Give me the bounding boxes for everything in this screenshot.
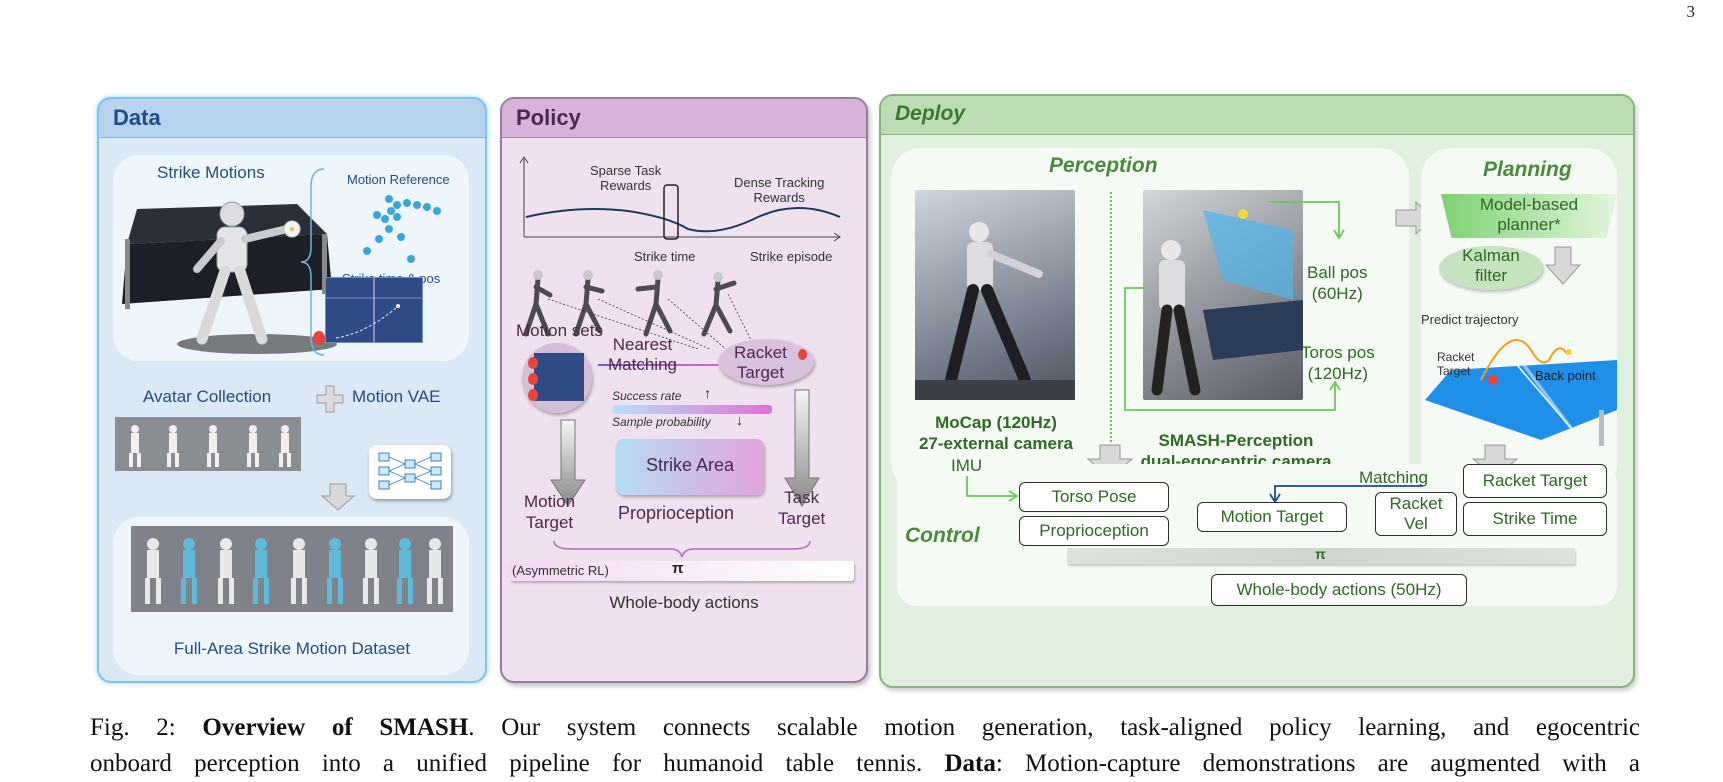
racket-target-small-label: Racket Target bbox=[1437, 350, 1475, 378]
robot-poses bbox=[523, 270, 756, 349]
back-point-label: Back point bbox=[1535, 368, 1596, 383]
asymmetric-rl-label: (Asymmetric RL) bbox=[512, 563, 609, 578]
racket-icon bbox=[798, 349, 807, 360]
deploy-panel: Deploy Perception MoCap (120Hz) 27-exter… bbox=[879, 94, 1635, 688]
strike-time-box: Strike Time bbox=[1463, 502, 1607, 536]
robot-table-illustration bbox=[122, 201, 337, 354]
data-panel: Data Strike Motions Motion Reference Str… bbox=[97, 97, 487, 683]
motion-vae-icon bbox=[369, 445, 451, 499]
caption-bold-title: Overview of SMASH bbox=[202, 714, 469, 741]
mocap-label: MoCap (120Hz) 27-external camera bbox=[918, 413, 1074, 453]
strike-area-label: Strike Area bbox=[645, 455, 735, 475]
perception-arrows bbox=[1124, 201, 1345, 411]
policy-pi-bar bbox=[510, 561, 854, 581]
data-panel-title: Data bbox=[113, 105, 161, 130]
imu-arrow bbox=[966, 476, 1019, 502]
kalman-filter-label: Kalman filter bbox=[1462, 246, 1520, 285]
matching-line bbox=[598, 364, 718, 366]
racket-target-box: Racket Target bbox=[1463, 464, 1607, 498]
policy-pi-symbol: π bbox=[672, 560, 684, 577]
strike-pos-plot bbox=[325, 277, 423, 343]
ball-pos-label: Ball pos (60Hz) bbox=[1307, 263, 1368, 303]
caption-line1-rest: . Our system connects scalable motion ge… bbox=[468, 714, 1640, 741]
model-planner-box bbox=[1441, 194, 1617, 238]
mocap-photo bbox=[915, 190, 1075, 400]
dataset-image bbox=[131, 526, 453, 612]
racket-vel-box: Racket Vel bbox=[1375, 492, 1457, 536]
policy-panel-title: Policy bbox=[516, 105, 581, 130]
imu-label: IMU bbox=[951, 456, 983, 475]
caption-line-1: Fig. 2: Overview of SMASH. Our system co… bbox=[90, 710, 1640, 746]
up-arrow-icon: ↑ bbox=[704, 385, 711, 401]
figure-caption: Fig. 2: Overview of SMASH. Our system co… bbox=[90, 710, 1640, 782]
control-title: Control bbox=[905, 524, 980, 547]
caption-bold-data: Data bbox=[944, 750, 996, 777]
proprioception-label: Proprioception bbox=[618, 503, 735, 523]
proprioception-box: Proprioception bbox=[1019, 516, 1169, 546]
policy-actions-label: Whole-body actions bbox=[609, 593, 759, 612]
paddle-icon bbox=[313, 331, 325, 345]
bracket-icon bbox=[300, 168, 325, 356]
policy-panel: Policy Sparse Task Rewards Dense Trackin… bbox=[500, 97, 868, 683]
motion-vae-label: Motion VAE bbox=[352, 387, 441, 406]
strike-episode-label: Strike episode bbox=[750, 249, 833, 264]
dense-rewards-label: Dense Tracking Rewards bbox=[734, 175, 825, 205]
caption-prefix: Fig. 2: bbox=[90, 714, 203, 741]
sparse-rewards-label: Sparse Task Rewards bbox=[590, 163, 662, 193]
page-number: 3 bbox=[1686, 2, 1696, 21]
deploy-panel-title: Deploy bbox=[895, 102, 966, 125]
policy-panel-header: Policy bbox=[502, 99, 866, 138]
brace-icon bbox=[553, 540, 811, 558]
strike-motions-label: Strike Motions bbox=[157, 163, 265, 182]
success-rate-label: Success rate bbox=[612, 389, 682, 403]
whole-body-actions-box: Whole-body actions (50Hz) bbox=[1211, 574, 1467, 606]
caption-line-2: onboard perception into a unified pipeli… bbox=[90, 746, 1640, 782]
planner-down-arrow-icon bbox=[1545, 246, 1581, 285]
success-rate-bar bbox=[612, 405, 772, 414]
strike-time-label: Strike time bbox=[634, 249, 696, 264]
control-pi-bar bbox=[1067, 548, 1575, 564]
caption-line2-start: onboard perception into a unified pipeli… bbox=[90, 750, 945, 777]
matching-label: Matching bbox=[1359, 468, 1428, 487]
model-planner-label: Model-based planner* bbox=[1479, 195, 1579, 234]
data-panel-header: Data bbox=[99, 99, 485, 138]
motion-reference-skeleton bbox=[363, 195, 441, 263]
motion-sets-circle bbox=[522, 343, 592, 413]
strike-area-box bbox=[616, 439, 764, 495]
toros-pos-label: Toros pos (120Hz) bbox=[1301, 343, 1375, 383]
torso-pose-box: Torso Pose bbox=[1019, 482, 1169, 512]
smash-photo bbox=[1143, 190, 1303, 400]
motion-sets-label: Motion sets bbox=[516, 321, 603, 340]
motion-reference-label: Motion Reference bbox=[347, 172, 450, 187]
task-down-arrow-icon bbox=[784, 389, 820, 507]
down-arrow-icon bbox=[321, 483, 355, 511]
plus-icon bbox=[316, 385, 344, 413]
planning-title: Planning bbox=[1483, 158, 1572, 181]
caption-line2-rest: : Motion-capture demonstrations are augm… bbox=[995, 750, 1640, 777]
perception-divider bbox=[1110, 192, 1112, 442]
perception-title: Perception bbox=[1049, 154, 1158, 177]
motion-target-label: Motion Target bbox=[524, 492, 576, 532]
racket-target-ellipse bbox=[718, 339, 814, 385]
avatar-collection-image bbox=[115, 417, 301, 471]
down-small-arrow-icon: ↓ bbox=[736, 412, 743, 428]
control-pi-symbol: π bbox=[1315, 546, 1326, 562]
kalman-filter-ellipse bbox=[1439, 246, 1543, 290]
task-target-label: Task Target bbox=[778, 488, 826, 528]
table-tennis-illustration bbox=[1425, 339, 1617, 446]
motion-down-arrow-icon bbox=[550, 419, 586, 507]
reward-plot bbox=[519, 156, 841, 242]
predict-trajectory-label: Predict trajectory bbox=[1421, 312, 1519, 327]
nearest-matching-label: Nearest Matching bbox=[608, 335, 677, 374]
sample-probability-label: Sample probability bbox=[612, 415, 711, 429]
dataset-label: Full-Area Strike Motion Dataset bbox=[173, 639, 411, 658]
avatar-collection-label: Avatar Collection bbox=[143, 387, 272, 406]
racket-target-label: Racket Target bbox=[734, 343, 787, 382]
deploy-panel-header: Deploy bbox=[881, 96, 1633, 135]
motion-target-box: Motion Target bbox=[1197, 502, 1347, 532]
